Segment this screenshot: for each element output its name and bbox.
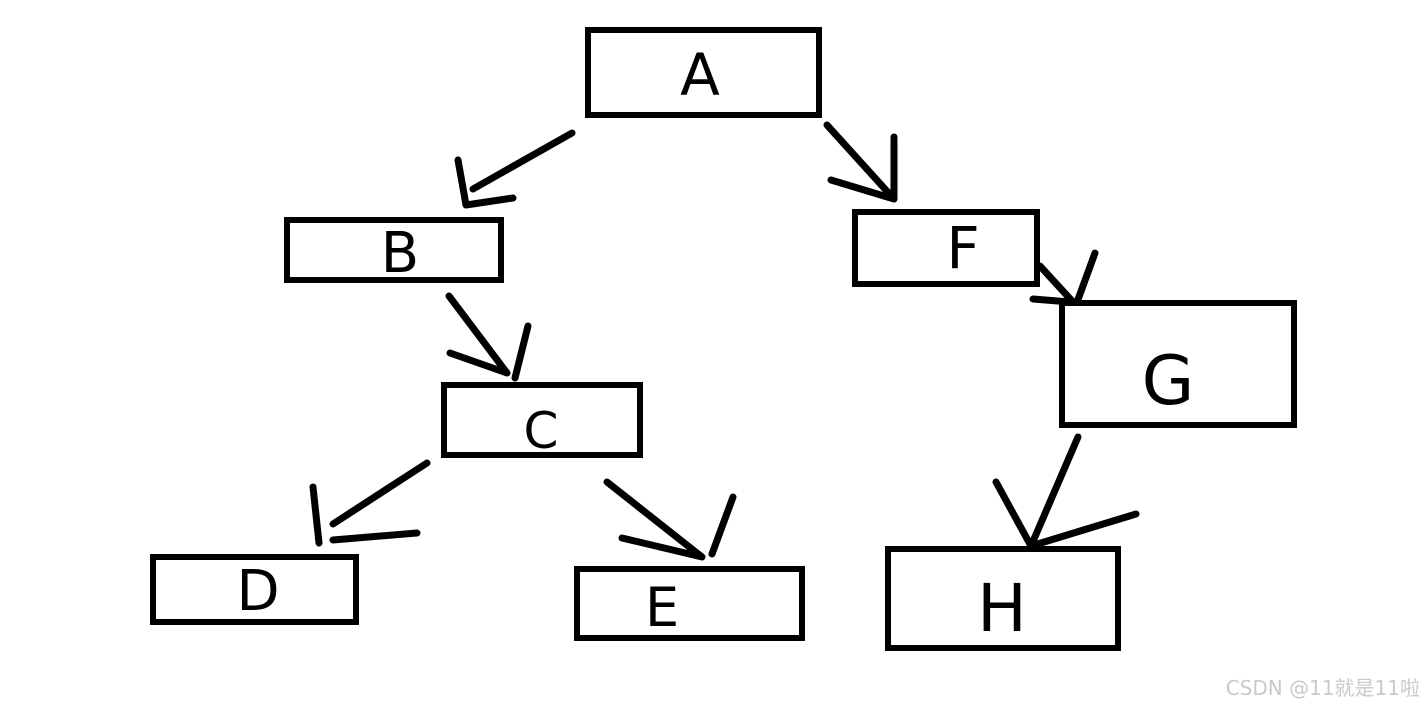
edge-C-E [603, 478, 737, 561]
node-A-label: A [680, 41, 720, 109]
csdn-watermark: CSDN @11就是11啦 [1225, 676, 1420, 700]
edges-layer [309, 121, 1140, 561]
node-H: H [885, 546, 1121, 651]
node-B-label: B [381, 221, 419, 286]
nodes-layer: A B C D E F G [150, 27, 1297, 651]
node-F-label: F [946, 214, 979, 282]
node-B: B [284, 217, 504, 286]
node-E: E [574, 566, 805, 641]
node-F: F [852, 209, 1040, 287]
node-G-label: G [1142, 342, 1195, 421]
node-E-label: E [645, 576, 679, 639]
node-C-label: C [524, 402, 559, 460]
edge-F-G [1029, 249, 1099, 309]
edge-B-C [445, 292, 532, 382]
node-H-box [885, 546, 1121, 651]
edge-A-B [454, 129, 576, 209]
node-F-box [852, 209, 1040, 287]
node-D: D [150, 554, 359, 625]
node-D-label: D [236, 559, 279, 624]
edge-G-H [992, 433, 1140, 550]
edge-C-D [309, 459, 431, 547]
edge-A-F [823, 121, 898, 203]
node-H-label: H [977, 570, 1027, 647]
node-A: A [585, 27, 822, 118]
node-B-box [284, 217, 504, 283]
node-E-box [574, 566, 805, 641]
node-G-box [1059, 300, 1297, 428]
node-A-box [585, 27, 822, 118]
node-G: G [1059, 300, 1297, 428]
node-C: C [441, 382, 643, 460]
node-D-box [150, 554, 359, 625]
node-C-box [441, 382, 643, 458]
